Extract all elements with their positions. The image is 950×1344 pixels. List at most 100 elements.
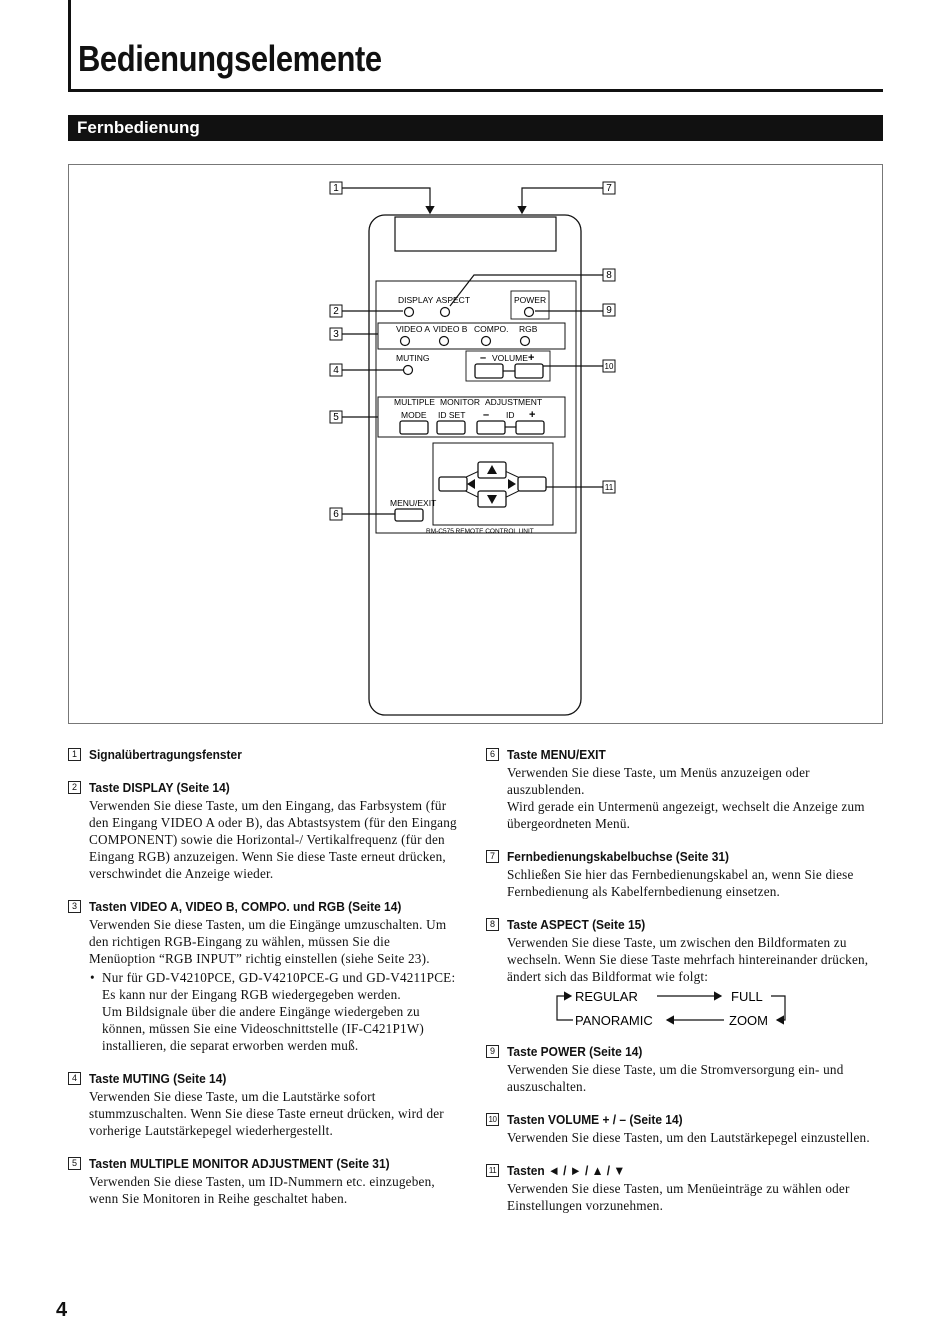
mode-label: MODE bbox=[401, 410, 427, 420]
item-number: 9 bbox=[486, 1045, 499, 1058]
item-description: Verwenden Sie diese Tasten, um den Lauts… bbox=[507, 1130, 870, 1145]
item-10: 10 Tasten VOLUME + / – (Seite 14) Verwen… bbox=[486, 1111, 876, 1146]
item-2: 2 Taste DISPLAY (Seite 14) Verwenden Sie… bbox=[68, 779, 458, 882]
right-arrow-icon bbox=[508, 479, 516, 489]
display-label: DISPLAY bbox=[398, 295, 434, 305]
id-plus-button[interactable] bbox=[515, 420, 545, 435]
up-arrow-icon bbox=[487, 465, 497, 474]
item-description-2: Wird gerade ein Untermenü angezeigt, wec… bbox=[507, 799, 865, 831]
power-label: POWER bbox=[514, 295, 546, 305]
input-row-frame bbox=[377, 322, 566, 350]
item-description: Verwenden Sie diese Tasten, um die Eingä… bbox=[89, 917, 447, 966]
callout-6: 6 bbox=[333, 509, 339, 520]
item-description: Schließen Sie hier das Fernbedienungskab… bbox=[507, 867, 854, 899]
item-7: 7 Fernbedienungskabelbuchse (Seite 31) S… bbox=[486, 848, 876, 900]
id-minus-button[interactable] bbox=[476, 420, 506, 435]
item-description: Verwenden Sie diese Taste, um die Lautst… bbox=[89, 1089, 444, 1138]
bullet-text-2: Um Bildsignale über die andere Eingänge … bbox=[102, 1004, 425, 1053]
callout-8: 8 bbox=[606, 270, 612, 281]
menu-exit-label: MENU/EXIT bbox=[390, 498, 436, 508]
mode-button[interactable] bbox=[399, 420, 429, 435]
item-title: Tasten VOLUME + / – (Seite 14) bbox=[507, 1112, 683, 1127]
power-button[interactable] bbox=[523, 306, 535, 318]
item-5: 5 Tasten MULTIPLE MONITOR ADJUSTMENT (Se… bbox=[68, 1155, 458, 1207]
muting-label: MUTING bbox=[396, 353, 430, 363]
compo-label: COMPO. bbox=[474, 324, 508, 334]
item-1: 1 Signalübertragungsfenster bbox=[68, 746, 458, 763]
callout-2: 2 bbox=[333, 306, 339, 317]
callout-7: 7 bbox=[606, 183, 612, 194]
volume-minus-button[interactable] bbox=[474, 363, 504, 379]
item-description: Verwenden Sie diese Tasten, um ID-Nummer… bbox=[89, 1174, 435, 1206]
title-rule-horizontal bbox=[68, 89, 883, 92]
item-description: Verwenden Sie diese Taste, um die Stromv… bbox=[507, 1062, 844, 1094]
item-title: Fernbedienungskabelbuchse (Seite 31) bbox=[507, 849, 729, 864]
item-title: Taste POWER (Seite 14) bbox=[507, 1044, 643, 1059]
aspect-full: FULL bbox=[731, 989, 763, 1004]
cursor-right-button[interactable] bbox=[517, 476, 547, 492]
signal-window bbox=[394, 216, 557, 252]
display-button[interactable] bbox=[403, 306, 415, 318]
callout-5: 5 bbox=[333, 412, 339, 423]
left-column: 1 Signalübertragungsfenster 2 Taste DISP… bbox=[68, 746, 458, 1223]
item-number: 10 bbox=[486, 1113, 499, 1126]
id-plus-label: + bbox=[529, 409, 535, 421]
item-number: 1 bbox=[68, 748, 81, 761]
item-number: 2 bbox=[68, 781, 81, 794]
adjustment-label: ADJUSTMENT bbox=[485, 397, 542, 407]
callout-1: 1 bbox=[333, 183, 339, 194]
aspect-panoramic: PANORAMIC bbox=[575, 1013, 653, 1028]
page-number: 4 bbox=[56, 1299, 68, 1321]
volume-minus-label: – bbox=[480, 352, 486, 364]
item-number: 5 bbox=[68, 1157, 81, 1170]
down-arrow-icon bbox=[487, 495, 497, 504]
callout-9: 9 bbox=[606, 305, 612, 316]
item-bullet: • Nur für GD-V4210PCE, GD-V4210PCE-G und… bbox=[89, 969, 458, 1054]
menu-exit-button[interactable] bbox=[394, 508, 424, 522]
rgb-button[interactable] bbox=[519, 335, 531, 347]
item-description: Verwenden Sie diese Taste, um den Eingan… bbox=[89, 798, 457, 881]
item-description: Verwenden Sie diese Tasten, um Menüeintr… bbox=[507, 1181, 850, 1213]
item-title: Taste MENU/EXIT bbox=[507, 747, 606, 762]
rgb-label: RGB bbox=[519, 324, 538, 334]
page-title: Bedienungselemente bbox=[78, 38, 382, 79]
video-a-button[interactable] bbox=[399, 335, 411, 347]
item-11: 11 Tasten ◄ / ► / ▲ / ▼ Verwenden Sie di… bbox=[486, 1162, 876, 1214]
item-title: Taste DISPLAY (Seite 14) bbox=[89, 780, 230, 795]
aspect-cycle-diagram: REGULAR FULL PANORAMIC ZOOM bbox=[507, 989, 876, 1029]
callout-10: 10 bbox=[605, 362, 614, 371]
item-description: Verwenden Sie diese Taste, um zwischen d… bbox=[507, 935, 869, 984]
monitor-label: MONITOR bbox=[440, 397, 480, 407]
item-3: 3 Tasten VIDEO A, VIDEO B, COMPO. und RG… bbox=[68, 898, 458, 1054]
id-minus-label: – bbox=[483, 409, 489, 421]
id-set-button[interactable] bbox=[436, 420, 466, 435]
video-b-label: VIDEO B bbox=[433, 324, 468, 334]
item-title: Taste ASPECT (Seite 15) bbox=[507, 917, 646, 932]
section-heading: Fernbedienung bbox=[68, 115, 883, 141]
right-column: 6 Taste MENU/EXIT Verwenden Sie diese Ta… bbox=[486, 746, 876, 1230]
video-b-button[interactable] bbox=[438, 335, 450, 347]
item-description: Verwenden Sie diese Taste, um Menüs anzu… bbox=[507, 765, 810, 797]
item-number: 6 bbox=[486, 748, 499, 761]
item-number: 4 bbox=[68, 1072, 81, 1085]
aspect-button[interactable] bbox=[439, 306, 451, 318]
muting-button[interactable] bbox=[402, 364, 414, 376]
callout-3: 3 bbox=[333, 329, 339, 340]
callout-11: 11 bbox=[605, 483, 614, 492]
model-label: RM-C575 REMOTE CONTROL UNIT bbox=[426, 528, 534, 535]
compo-button[interactable] bbox=[480, 335, 492, 347]
aspect-label: ASPECT bbox=[436, 295, 470, 305]
remote-figure: DISPLAY ASPECT POWER VIDEO A VIDEO B COM… bbox=[68, 164, 883, 724]
volume-label: VOLUME bbox=[492, 353, 528, 363]
aspect-zoom: ZOOM bbox=[729, 1013, 768, 1028]
item-number: 8 bbox=[486, 918, 499, 931]
video-a-label: VIDEO A bbox=[396, 324, 430, 334]
item-number: 11 bbox=[486, 1164, 499, 1177]
title-rule-vertical bbox=[68, 0, 71, 92]
id-set-label: ID SET bbox=[438, 410, 465, 420]
cursor-left-button[interactable] bbox=[438, 476, 468, 492]
item-9: 9 Taste POWER (Seite 14) Verwenden Sie d… bbox=[486, 1043, 876, 1095]
item-title: Tasten ◄ / ► / ▲ / ▼ bbox=[507, 1163, 626, 1178]
item-number: 3 bbox=[68, 900, 81, 913]
volume-plus-button[interactable] bbox=[514, 363, 544, 379]
